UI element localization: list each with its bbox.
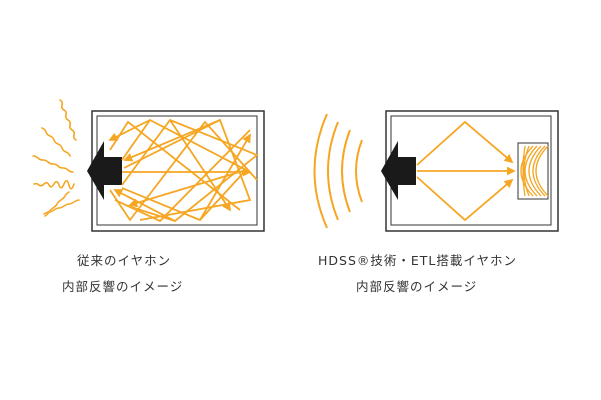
- diamond-path: [416, 120, 514, 166]
- clean-sound-waves: [313, 113, 363, 229]
- wavy-line: [59, 99, 77, 141]
- wavy-line: [44, 191, 70, 217]
- conventional-earphone-diagram: [32, 99, 265, 232]
- scattered-sound-waves: [32, 99, 80, 217]
- conventional-caption-line1: 従来のイヤホン: [77, 253, 172, 268]
- wavy-line: [32, 155, 74, 173]
- reflection-path: [109, 120, 258, 222]
- speaker-driver: [87, 141, 122, 200]
- etl-absorber: [517, 142, 549, 200]
- speaker-driver: [381, 141, 416, 200]
- arc-wave: [355, 139, 363, 203]
- wavy-line: [33, 179, 75, 190]
- hdss-etl-earphone-diagram: [313, 110, 559, 232]
- conventional-caption-line2: 内部反響のイメージ: [62, 279, 184, 294]
- diamond-path: [416, 176, 514, 222]
- hdss-caption-line2: 内部反響のイメージ: [356, 279, 478, 294]
- chaotic-reflection-paths: [108, 118, 259, 223]
- reflection-path: [169, 119, 231, 212]
- reflection-path: [128, 169, 247, 208]
- controlled-reflection-paths: [416, 120, 516, 222]
- wavy-line: [41, 127, 71, 157]
- arc-wave: [313, 113, 328, 229]
- arc-wave: [341, 129, 351, 213]
- reflection-path: [123, 119, 221, 162]
- reflection-path: [113, 189, 176, 222]
- hdss-caption-line1: HDSS®技術・ETL搭載イヤホン: [318, 253, 518, 268]
- reflection-path: [199, 133, 251, 221]
- reflection-path: [108, 119, 151, 141]
- arc-wave: [327, 121, 339, 221]
